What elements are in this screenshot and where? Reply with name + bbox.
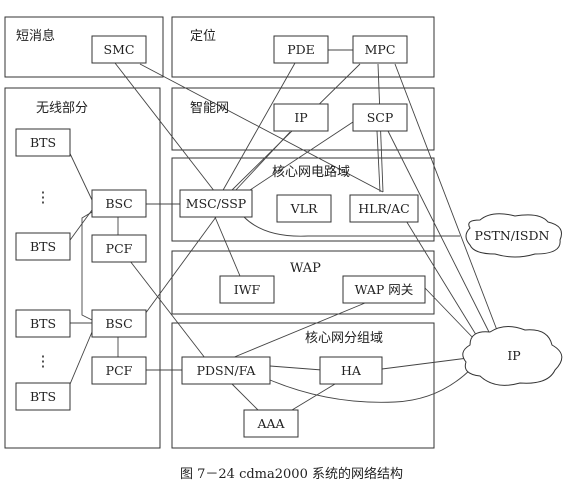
link-pdsn-aaa xyxy=(231,383,259,411)
link-scp-msc xyxy=(243,119,357,195)
node-bts3-label: BTS xyxy=(30,316,56,331)
node-bsc1-label: BSC xyxy=(105,196,132,211)
node-wapgw-box xyxy=(342,275,426,304)
region-circuit xyxy=(171,157,435,242)
node-ha-label: HA xyxy=(341,363,362,378)
node-ellipsis1-label: ⋮ xyxy=(36,188,51,206)
node-bts1-label: BTS xyxy=(30,135,56,150)
link-pdsn-ip xyxy=(269,367,473,403)
node-bts3-box xyxy=(15,309,71,338)
node-bsc2-label: BSC xyxy=(105,316,132,331)
node-vlr-label: VLR xyxy=(290,201,318,216)
node-iwf-label: IWF xyxy=(234,282,261,297)
link-mpc-ip xyxy=(394,63,501,339)
node-pdsn-label: PDSN/FA xyxy=(197,363,257,378)
region-wireless-label: 无线部分 xyxy=(36,101,88,116)
node-aaa-label: AAA xyxy=(256,416,285,431)
region-intelligent-label: 智能网 xyxy=(190,101,229,116)
node-bts2-box xyxy=(15,232,71,261)
link-scp-hlr xyxy=(376,130,381,193)
link-wapgw-pdsn xyxy=(231,302,366,359)
internet-cloud xyxy=(462,326,563,386)
link-msc-bsc2 xyxy=(144,216,217,315)
node-labels: SMC PDE MPC IP SCP BTS ⋮ BTS BSC PCF MSC… xyxy=(30,42,550,431)
region-location-label: 定位 xyxy=(190,29,216,44)
link-ha-ip xyxy=(381,357,469,370)
node-ha-box xyxy=(319,356,383,385)
node-bts2-label: BTS xyxy=(30,239,56,254)
node-smc-label: SMC xyxy=(104,42,135,57)
link-pcf1-pdsn xyxy=(129,260,206,359)
node-wapgw-label: WAP 网关 xyxy=(355,282,414,297)
node-pcf2-label: PCF xyxy=(106,363,133,378)
node-pdsn-box xyxy=(181,356,271,385)
region-packet-label: 核心网分组域 xyxy=(305,331,383,346)
node-ip-label: IP xyxy=(294,110,307,125)
node-boxes xyxy=(15,35,426,438)
internet-cloud-label: IP xyxy=(507,348,520,363)
link-pdsn-ha xyxy=(269,365,323,371)
region-sms xyxy=(4,16,164,78)
region-location xyxy=(171,16,435,78)
node-hlr-box xyxy=(349,194,419,223)
node-pde-box xyxy=(273,35,329,64)
link-pde-msc xyxy=(221,62,296,193)
node-smc-box xyxy=(91,35,147,64)
link-msc-iwf xyxy=(214,216,241,277)
node-bsc2-box xyxy=(91,309,147,338)
region-wireless xyxy=(4,87,161,449)
node-bts1-box xyxy=(15,128,71,157)
region-packet xyxy=(171,322,435,449)
link-ip-msc xyxy=(233,131,291,193)
node-mpc-label: MPC xyxy=(365,42,396,57)
link-msc-pstn xyxy=(243,216,460,237)
clouds xyxy=(462,213,563,386)
region-labels: 短消息 定位 无线部分 智能网 核心网电路域 WAP 核心网分组域 xyxy=(16,28,383,346)
node-vlr-box xyxy=(276,194,332,223)
link-smc-hlr xyxy=(139,63,384,193)
node-ellipsis2-label: ⋮ xyxy=(36,352,51,370)
node-pcf1-box xyxy=(91,234,147,263)
node-mpc-box xyxy=(352,35,408,64)
link-ha-aaa xyxy=(291,383,336,411)
region-wap xyxy=(171,250,435,315)
node-pcf2-box xyxy=(91,356,147,385)
node-bts4-label: BTS xyxy=(30,389,56,404)
node-bsc1-box xyxy=(91,189,147,218)
link-wapgw-ip xyxy=(424,287,476,341)
region-wap-label: WAP xyxy=(290,261,321,276)
node-bts4-box xyxy=(15,382,71,411)
link-bsc1-bsc2 xyxy=(81,211,93,321)
pstn-cloud-label: PSTN/ISDN xyxy=(475,228,550,243)
node-scp-label: SCP xyxy=(367,110,394,125)
node-hlr-label: HLR/AC xyxy=(358,201,409,216)
node-aaa-box xyxy=(243,409,299,438)
node-iwf-box xyxy=(219,275,275,304)
link-hlr-ip xyxy=(404,218,479,339)
node-msc-label: MSC/SSP xyxy=(186,196,246,211)
node-scp-box xyxy=(352,103,408,132)
node-msc-box xyxy=(179,189,253,218)
link-scp-ip xyxy=(387,130,493,339)
pstn-cloud xyxy=(465,213,562,258)
figure-caption: 图 7－24 cdma2000 系统的网络结构 xyxy=(180,467,403,482)
region-sms-label: 短消息 xyxy=(16,28,55,44)
node-ip-box xyxy=(273,103,329,132)
node-pde-label: PDE xyxy=(287,42,315,57)
link-smc-msc xyxy=(114,62,216,193)
region-circuit-label: 核心网电路域 xyxy=(272,164,350,180)
node-pcf1-label: PCF xyxy=(106,241,133,256)
